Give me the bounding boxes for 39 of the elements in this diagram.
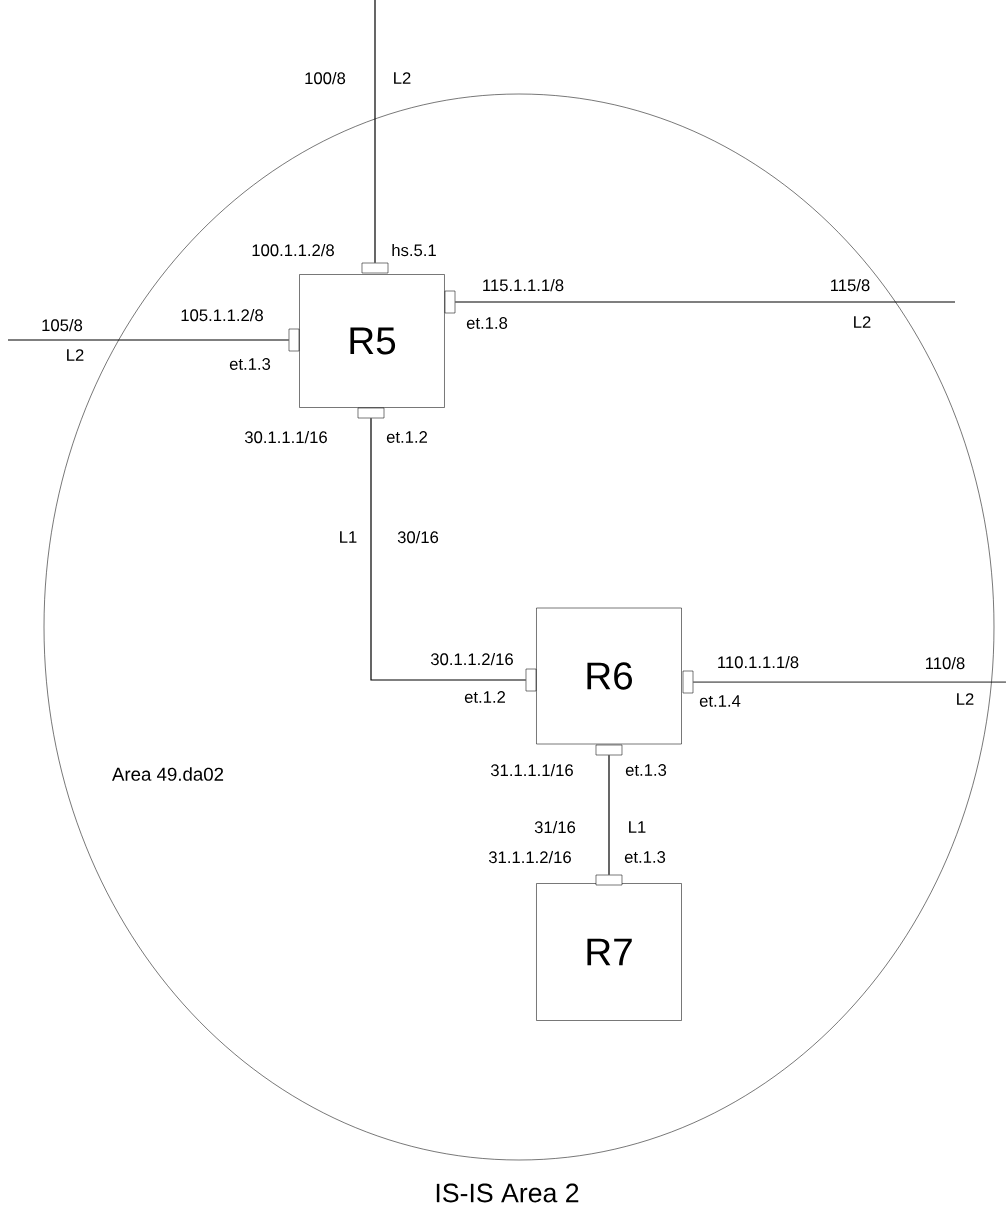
link-label: 31/16 xyxy=(534,820,576,834)
link-line xyxy=(692,681,1006,683)
link-label: L1 xyxy=(629,821,646,833)
address-label: 115.1.1.1/8 xyxy=(483,278,564,292)
link-line xyxy=(370,417,527,681)
interface-label: et.1.2 xyxy=(464,691,505,703)
link-label: L2 xyxy=(854,316,871,328)
router-box: R7 xyxy=(536,883,682,1021)
interface-label: et.1.2 xyxy=(386,431,427,443)
interface-label: et.1.3 xyxy=(229,358,271,370)
address-label: 30.1.1.1/16 xyxy=(244,430,327,444)
address-label: 100.1.1.2/8 xyxy=(252,243,334,257)
link-label: 100/8 xyxy=(305,71,346,85)
link-line xyxy=(454,301,956,303)
link-label: 105/8 xyxy=(42,318,83,332)
interface-label: et.1.3 xyxy=(625,764,667,776)
interface-label: hs.5.1 xyxy=(392,243,436,257)
interface-label: et.1.8 xyxy=(466,317,508,329)
link-label: L2 xyxy=(957,693,974,705)
caption: IS-IS Area 2 xyxy=(436,1183,579,1203)
interface-label: et.1.3 xyxy=(624,851,666,863)
link-line xyxy=(608,754,610,876)
link-label: 115/8 xyxy=(831,278,870,292)
link-label: L1 xyxy=(340,531,357,543)
address-label: 31.1.1.2/16 xyxy=(488,850,571,864)
link-label: 110/8 xyxy=(926,656,965,670)
address-label: 30.1.1.2/16 xyxy=(430,652,513,666)
address-label: 31.1.1.1/16 xyxy=(490,763,573,777)
address-label: 110.1.1.1/8 xyxy=(718,655,799,669)
link-label: L2 xyxy=(67,349,84,361)
link-label: L2 xyxy=(394,72,411,84)
link-line xyxy=(374,0,376,264)
link-line xyxy=(7,339,290,341)
router-box: R6 xyxy=(536,607,682,745)
link-label: 30/16 xyxy=(397,530,439,544)
address-label: 105.1.1.2/8 xyxy=(181,308,263,322)
interface-label: et.1.4 xyxy=(699,695,741,707)
area-label: Area 49.da02 xyxy=(112,767,224,781)
router-box: R5 xyxy=(299,274,445,408)
